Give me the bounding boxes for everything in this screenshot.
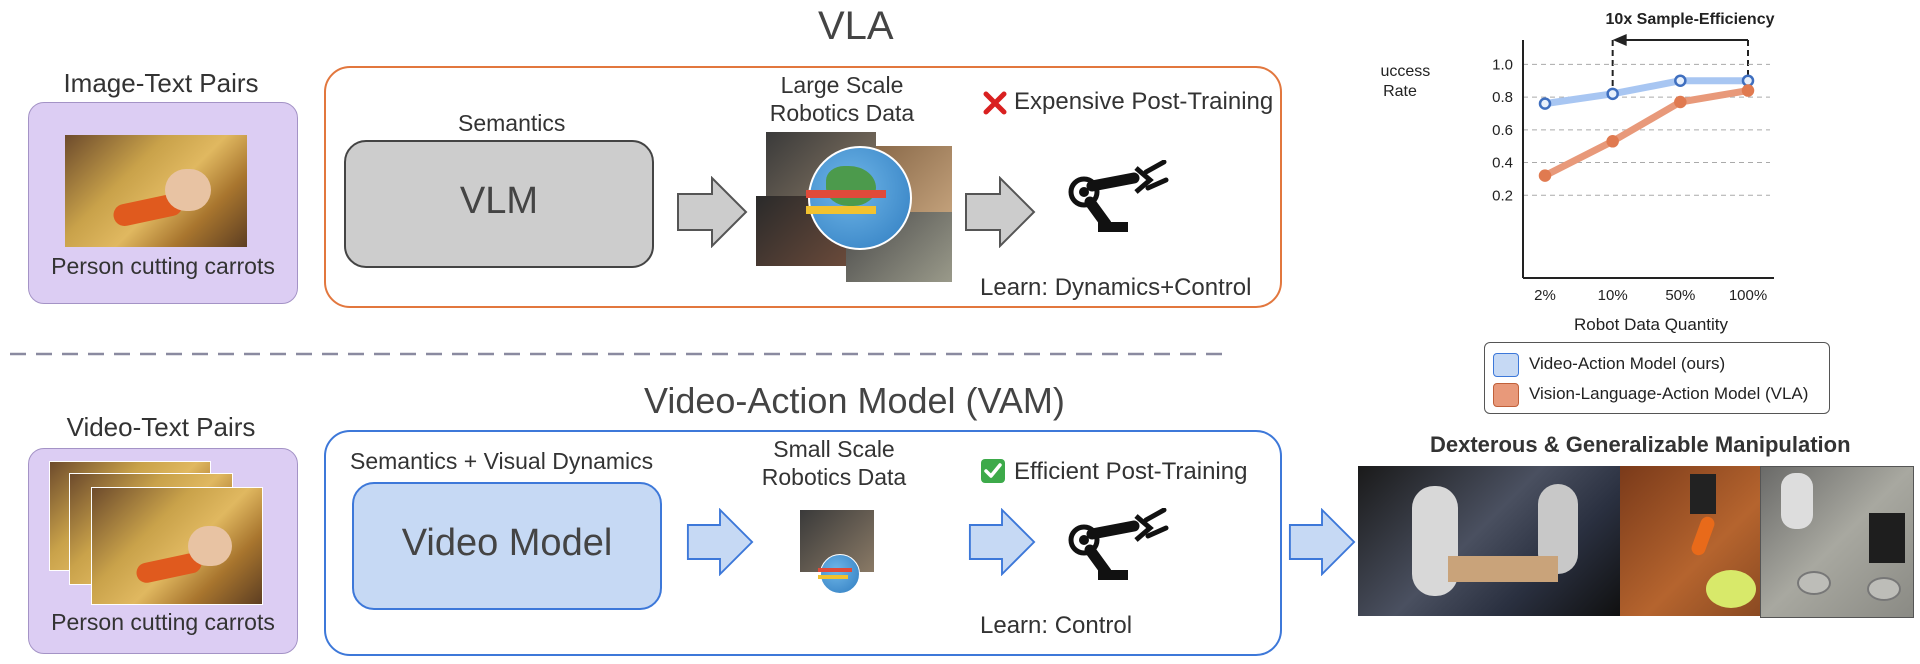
image-text-pair-panel: Person cutting carrots — [28, 102, 298, 304]
hand-shape — [188, 526, 232, 566]
small-robotics-data-collage — [800, 510, 876, 594]
vam-data-label-2: Robotics Data — [761, 464, 907, 490]
manipulation-title: Dexterous & Generalizable Manipulation — [1430, 432, 1851, 457]
vla-data-label-1: Large Scale — [780, 72, 904, 98]
data-point — [1741, 84, 1755, 97]
check-icon — [981, 459, 1005, 483]
vam-title: Video-Action Model (VAM) — [644, 380, 1065, 421]
stove — [1869, 513, 1905, 563]
image-text-pairs-label: Image-Text Pairs — [63, 68, 259, 98]
vam-data-label-1: Small Scale — [773, 436, 895, 462]
gripper — [1690, 474, 1716, 514]
x-tick-label: 2% — [1534, 287, 1556, 304]
y-tick-label: 0.2 — [1492, 187, 1513, 204]
vla-learn-label: Learn: Dynamics+Control — [980, 274, 1252, 301]
data-point — [1674, 95, 1687, 109]
y-axis-label-line1: Success — [1380, 63, 1430, 80]
vla-semantics-label: Semantics — [458, 110, 566, 136]
legend-label-vla: Vision-Language-Action Model (VLA) — [1529, 384, 1809, 403]
table-surface — [1448, 556, 1558, 582]
x-tick-label: 10% — [1598, 287, 1628, 304]
video-text-pairs-label: Video-Text Pairs — [66, 412, 256, 442]
chart-legend: Video-Action Model (ours) Vision-Languag… — [1484, 342, 1830, 414]
vla-title: VLA — [818, 4, 894, 48]
manipulation-image-2 — [1620, 466, 1760, 616]
manipulation-image-3 — [1760, 466, 1914, 618]
cross-icon — [983, 91, 1007, 115]
hand-shape — [165, 169, 211, 211]
vam-frame — [324, 430, 1282, 656]
y-tick-label: 0.4 — [1492, 155, 1513, 172]
carrot-cutting-image — [65, 135, 247, 247]
y-tick-label: 0.6 — [1492, 122, 1513, 139]
image-caption: Person cutting carrots — [51, 253, 275, 279]
arrow-icon — [677, 176, 748, 248]
y-tick-label: 0.8 — [1492, 89, 1513, 106]
manipulation-image-1 — [1358, 466, 1620, 616]
vam-learn-label: Learn: Control — [980, 612, 1133, 639]
video-text-pair-panel: Person cutting carrots — [28, 448, 298, 654]
globe-stripe-yellow — [806, 206, 876, 214]
legend-swatch-vla — [1493, 383, 1519, 407]
vlm-box: VLM — [344, 140, 654, 268]
x-tick-label: 100% — [1729, 287, 1767, 304]
arrow-icon — [968, 508, 1036, 576]
data-point — [1606, 135, 1619, 148]
vla-frame — [324, 66, 1282, 308]
data-point — [1538, 97, 1552, 110]
robotics-data-collage — [756, 132, 952, 282]
globe-stripe-red — [818, 568, 852, 572]
annotation-arrow-head — [1612, 34, 1627, 46]
video-frame-1 — [91, 487, 263, 605]
green-plate — [1706, 570, 1756, 608]
x-axis-label: Robot Data Quantity — [1574, 315, 1729, 334]
data-point — [1538, 169, 1552, 182]
vam-semantics-label: Semantics + Visual Dynamics — [350, 448, 654, 474]
video-model-box: Video Model — [352, 482, 662, 610]
expensive-post-training-label: Expensive Post-Training — [1014, 88, 1274, 115]
series-line-0 — [1541, 77, 1752, 108]
y-tick-label: 1.0 — [1492, 56, 1513, 73]
robot-arm-icon — [1068, 160, 1169, 232]
legend-swatch-vam — [1493, 353, 1519, 377]
globe-land — [826, 166, 876, 206]
video-model-label: Video Model — [401, 522, 613, 564]
bowl — [1797, 571, 1831, 595]
robot-arm-icon — [1068, 508, 1169, 580]
x-tick-label: 50% — [1665, 287, 1695, 304]
globe-stripe-yellow — [818, 575, 848, 579]
legend-label-vam: Video-Action Model (ours) — [1529, 354, 1726, 373]
arrow-icon — [686, 508, 754, 576]
arrow-icon — [1288, 508, 1356, 576]
chart-annotation: 10x Sample-Efficiency — [1606, 11, 1775, 28]
data-point — [1606, 87, 1619, 101]
series-line-1 — [1541, 87, 1752, 180]
globe-icon — [820, 554, 860, 594]
y-axis-label-line2: Rate — [1383, 83, 1417, 100]
vlm-label: VLM — [459, 180, 539, 222]
bowl — [1867, 577, 1901, 601]
section-divider — [10, 352, 1230, 356]
globe-stripe-red — [806, 190, 886, 198]
vla-data-label-2: Robotics Data — [769, 100, 915, 126]
arrow-icon — [965, 176, 1036, 248]
data-point — [1674, 74, 1687, 87]
sample-efficiency-arrow — [1611, 34, 1749, 88]
efficient-post-training-label: Efficient Post-Training — [1014, 458, 1248, 485]
data-point — [1741, 74, 1755, 87]
success-rate-chart: 10x Sample-Efficiency Success Rate 2% 10%… — [1380, 11, 1775, 334]
carrot-shape — [1689, 514, 1717, 558]
robot-arm-white — [1781, 473, 1813, 529]
video-caption: Person cutting carrots — [51, 609, 275, 635]
